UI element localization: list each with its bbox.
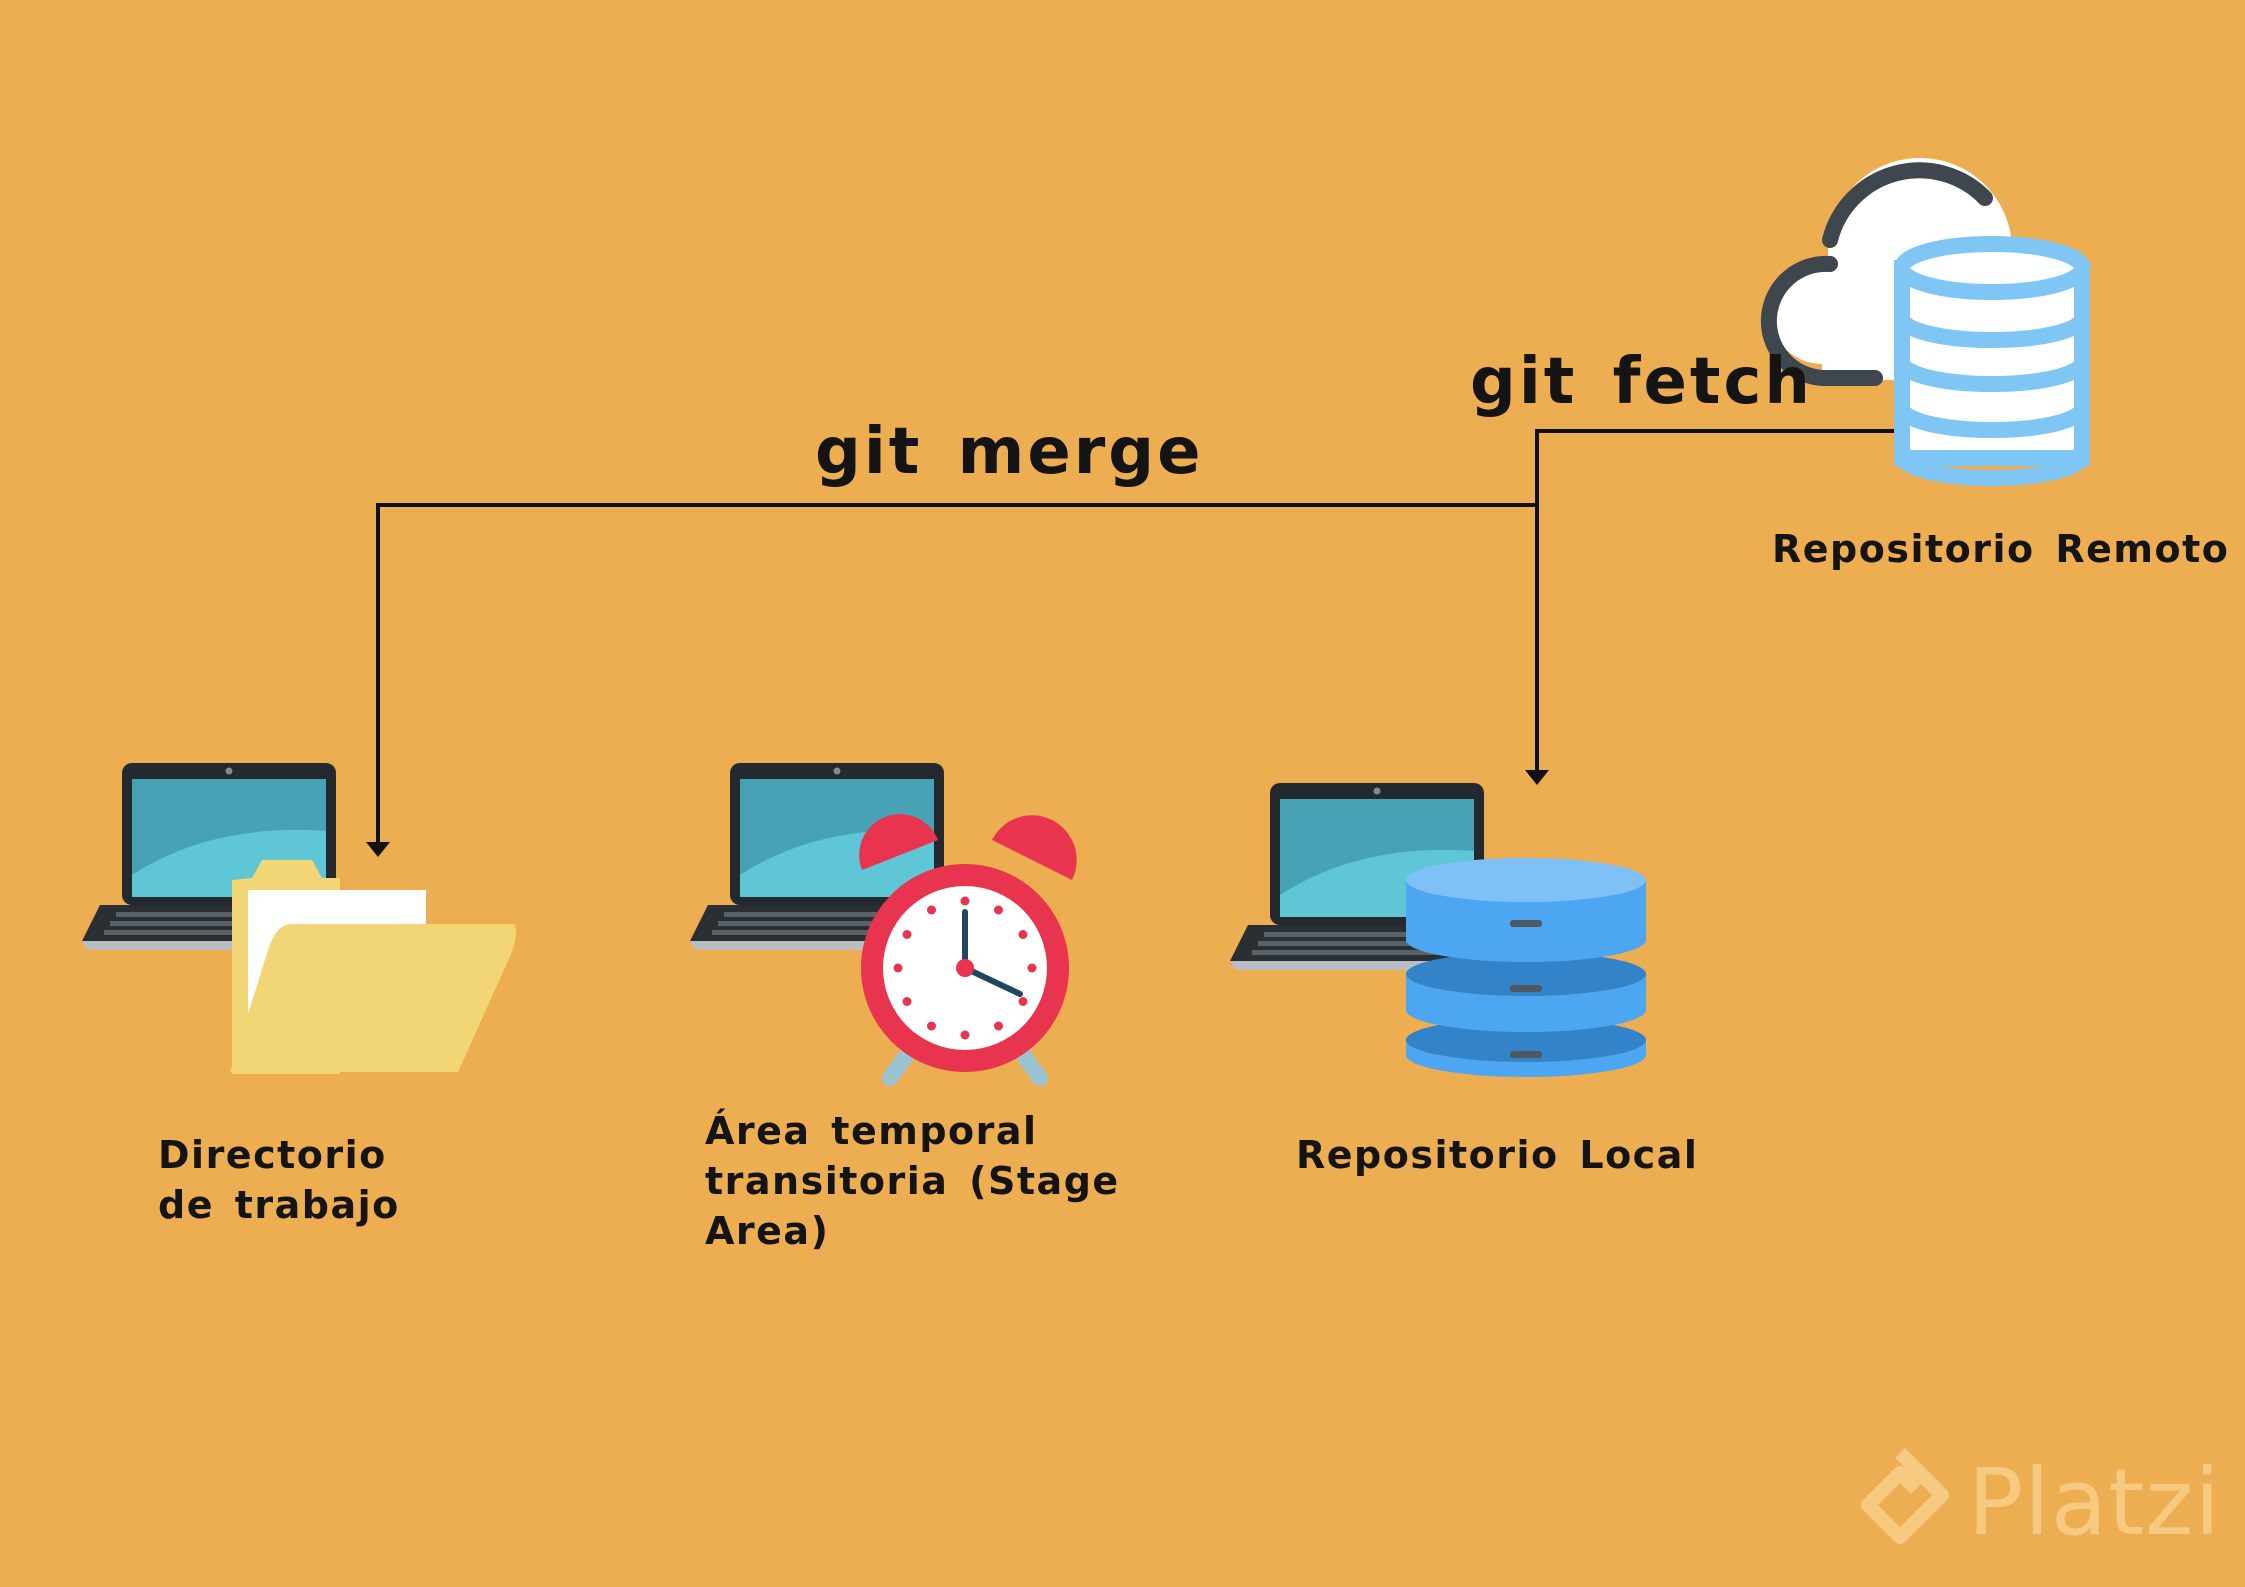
local-repository-node [1230,783,1646,1077]
working-directory-line2: de trabajo [158,1183,400,1227]
working-directory-label: Directorio de trabajo [158,1130,400,1230]
platzi-watermark: Platzi [1850,1447,2221,1557]
alarm-clock-icon [859,814,1077,1086]
stage-area-label: Área temporal transitoria (Stage Area) [705,1106,1120,1256]
git-fetch-label: git fetch [1470,345,1813,419]
git-merge-label: git merge [815,415,1204,489]
working-directory-node [82,763,517,1074]
remote-database-icon [1894,236,2090,486]
database-icon [1406,858,1646,1077]
stage-area-line1: Área temporal [705,1109,1038,1153]
folder-icon [230,860,517,1074]
git-merge-connector [376,503,1538,842]
platzi-logo-icon [1860,1448,1949,1544]
stage-area-line2: transitoria (Stage [705,1159,1120,1203]
remote-repository-label: Repositorio Remoto [1772,527,2230,571]
stage-area-line3: Area) [705,1209,830,1253]
remote-repository-node [1760,158,2090,486]
fetch-arrowhead [1525,770,1549,785]
merge-arrowhead [366,842,390,857]
local-repository-label: Repositorio Local [1296,1133,1699,1177]
working-directory-line1: Directorio [158,1133,387,1177]
stage-area-node [690,763,1077,1086]
git-fetch-connector [1535,429,1910,770]
platzi-wordmark: Platzi [1967,1448,2221,1556]
